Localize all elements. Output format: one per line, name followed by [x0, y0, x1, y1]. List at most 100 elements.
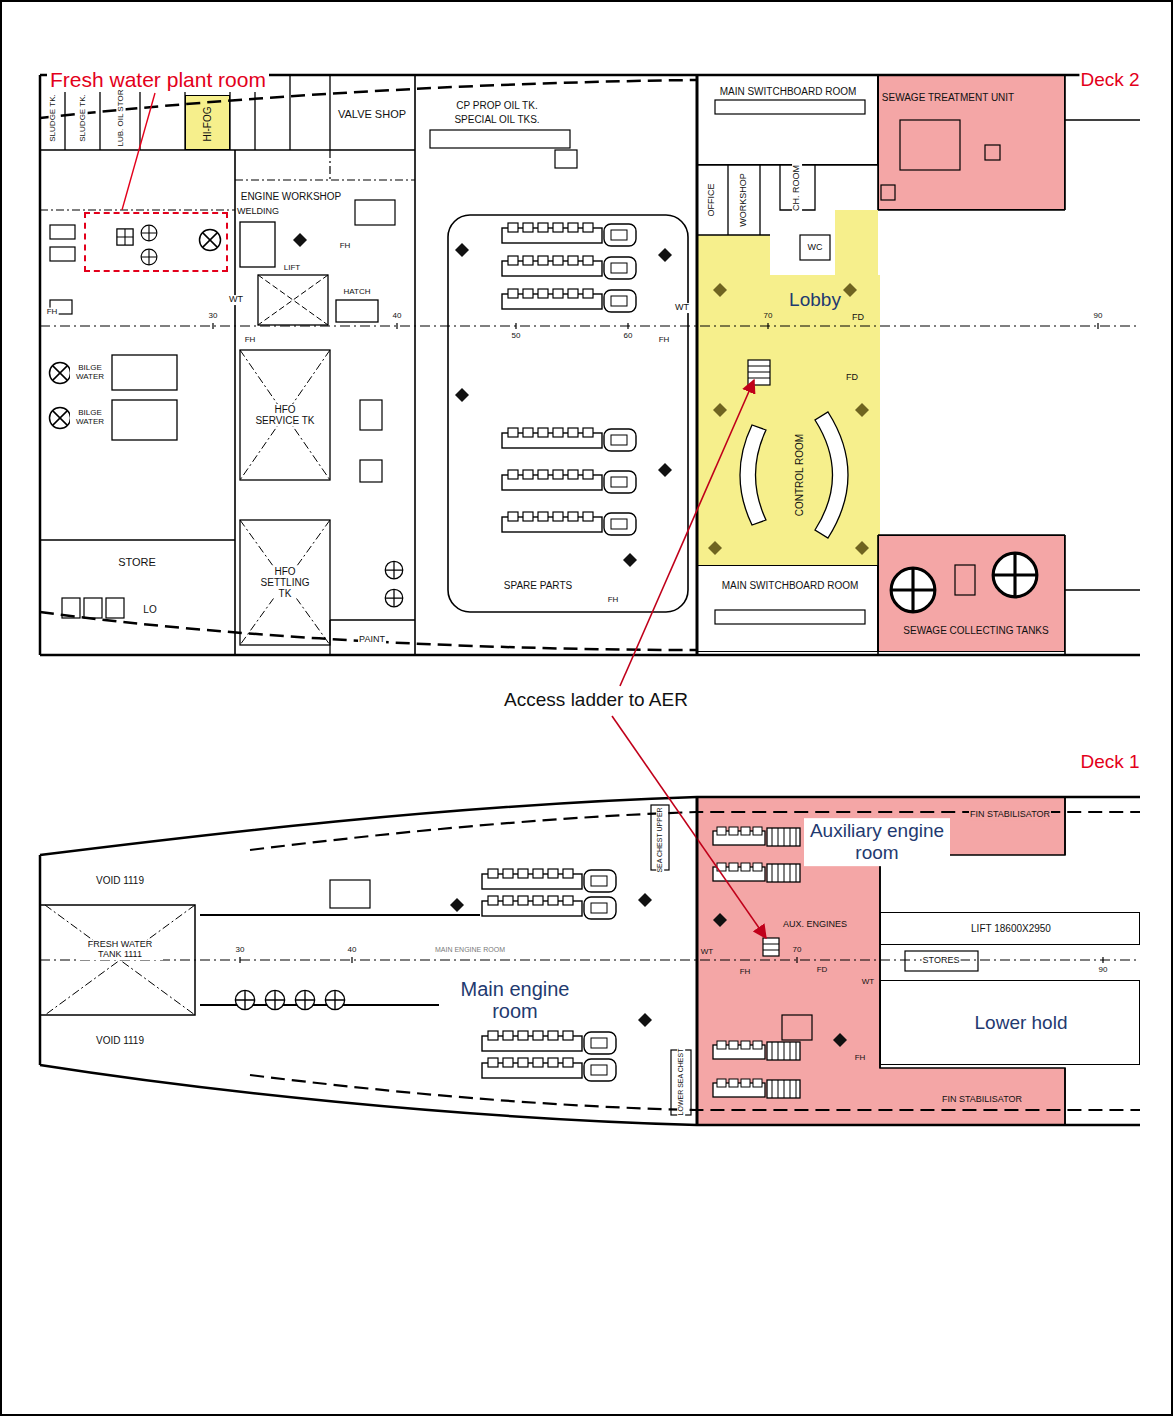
room-name: LIFT 18600X2950	[971, 923, 1051, 935]
deck-2-structure	[336, 300, 378, 322]
plan-label: LOWER SEA CHEST	[677, 1048, 685, 1117]
deck-2-structure	[448, 215, 688, 612]
deck-1-structure	[763, 944, 779, 950]
plan-label: AUX. ENGINES	[782, 920, 848, 930]
plan-label: Access ladder to AER	[503, 690, 689, 711]
deck-2-structure	[50, 247, 75, 261]
plan-label: WELDING	[236, 207, 280, 217]
leader-lines	[122, 93, 155, 210]
plan-label: FH	[607, 596, 620, 605]
region-fills	[697, 797, 1065, 1125]
plan-label: WT	[861, 978, 875, 987]
deck-2-structure	[258, 275, 328, 325]
sewage-tank-room: SEWAGE COLLECTING TANKS	[878, 535, 1065, 652]
deck-2-equipment	[623, 553, 637, 567]
frame-number: 40	[347, 946, 358, 955]
plan-label: Main engine room	[439, 978, 591, 1022]
frame-number: 70	[792, 946, 803, 955]
deck-1-structure	[250, 812, 1140, 1110]
switchboard-room: MAIN SWITCHBOARD ROOM	[697, 75, 878, 165]
region-fills	[878, 75, 1065, 210]
deck-2-structure	[985, 145, 1000, 160]
deck-2-equipment	[385, 589, 403, 607]
frame-number: 60	[623, 332, 634, 341]
plan-label: SLUDGE TK.	[79, 93, 88, 142]
plan-label: FRESH WATER TANK 1111	[77, 940, 163, 960]
deck-1-equipment	[713, 913, 727, 927]
plan-label: WC	[807, 243, 824, 253]
deck-2-equipment	[843, 283, 857, 297]
plan-label: HATCH	[343, 288, 372, 297]
plan-label: ENGINE WORKSHOP	[240, 191, 343, 202]
deck-2-structure	[715, 100, 865, 114]
plan-label: LUB. OIL STOR	[117, 89, 126, 148]
deck-2-structure	[748, 360, 770, 385]
deck-2-equipment	[385, 561, 403, 579]
plan-label: OFFICE	[707, 183, 717, 218]
deck-1-equipment	[713, 827, 800, 846]
deck-1-structure	[330, 880, 370, 908]
plan-label: FD	[845, 373, 859, 383]
deck-2-structure	[240, 520, 330, 645]
region-fills	[697, 235, 880, 565]
deck-2-structure	[106, 598, 124, 618]
plan-label: MAIN ENGINE ROOM	[434, 946, 506, 954]
deck-2-structure	[235, 75, 1140, 655]
deck-1-equipment	[265, 990, 284, 1009]
frame-number: 30	[208, 312, 219, 321]
leader-lines	[612, 716, 766, 938]
deck-2-equipment	[200, 230, 221, 251]
frame-number: 50	[511, 332, 522, 341]
deck-2-structure	[360, 460, 382, 482]
deck-2-structure	[112, 355, 177, 390]
deck-2-structure	[815, 412, 848, 538]
plan-label: SPARE PARTS	[503, 580, 573, 591]
plan-label: BILGE WATER	[70, 364, 110, 382]
plan-label: FH	[339, 242, 352, 251]
frame-number: 30	[235, 946, 246, 955]
room-name: CONTROL ROOM	[794, 434, 806, 516]
deck-1-equipment	[482, 1031, 616, 1054]
deck-2-structure	[50, 225, 75, 239]
deck-2-equipment	[141, 225, 157, 241]
deck-2-equipment	[708, 541, 722, 555]
deck-2-structure	[360, 400, 382, 430]
plan-label: STORE	[117, 556, 157, 568]
region-fills	[185, 75, 1065, 1125]
deck-2-equipment	[141, 249, 157, 265]
fresh-water-plant-room: Fresh water plant room	[84, 212, 228, 272]
deck-2-structure	[213, 323, 1098, 329]
plan-label: HFO SETTLING TK	[252, 566, 318, 599]
region-outline	[697, 797, 1065, 1125]
plan-label: VALVE SHOP	[337, 108, 407, 120]
deck-2-equipment	[891, 568, 935, 612]
deck-2-equipment	[855, 403, 869, 417]
deck-2-equipment	[502, 512, 636, 535]
plan-label: FD	[851, 313, 865, 323]
deck-2-structure	[881, 185, 895, 200]
deck-2-structure	[62, 598, 80, 618]
deck-2-structure	[40, 75, 1140, 655]
plan-label: FD	[816, 966, 829, 975]
deck-2-structure	[40, 80, 697, 650]
deck-2-structure	[697, 165, 878, 235]
plan-label: FH	[739, 968, 752, 977]
plan-label: LO	[142, 604, 157, 615]
plan-label: VOID 1119	[95, 875, 145, 886]
frame-number: 70	[763, 312, 774, 321]
plan-label: SPECIAL OIL TKS.	[453, 114, 540, 125]
deck-2-equipment	[50, 363, 71, 384]
deck-2-equipment	[993, 553, 1037, 597]
plan-label: FIN STABILISATOR	[941, 1095, 1023, 1105]
plan-label: HFO SERVICE TK	[252, 404, 318, 426]
deck-2-structure	[84, 598, 102, 618]
deck-1-equipment	[295, 990, 314, 1009]
deck-1-structure	[905, 951, 978, 971]
deck-2-structure	[430, 130, 570, 148]
deck-1-structure	[40, 797, 1140, 1125]
deck-2-structure	[40, 539, 235, 541]
plan-label: STORES	[922, 956, 961, 966]
deck-2-structure	[800, 235, 830, 260]
control-room: CONTROL ROOM	[697, 390, 880, 565]
